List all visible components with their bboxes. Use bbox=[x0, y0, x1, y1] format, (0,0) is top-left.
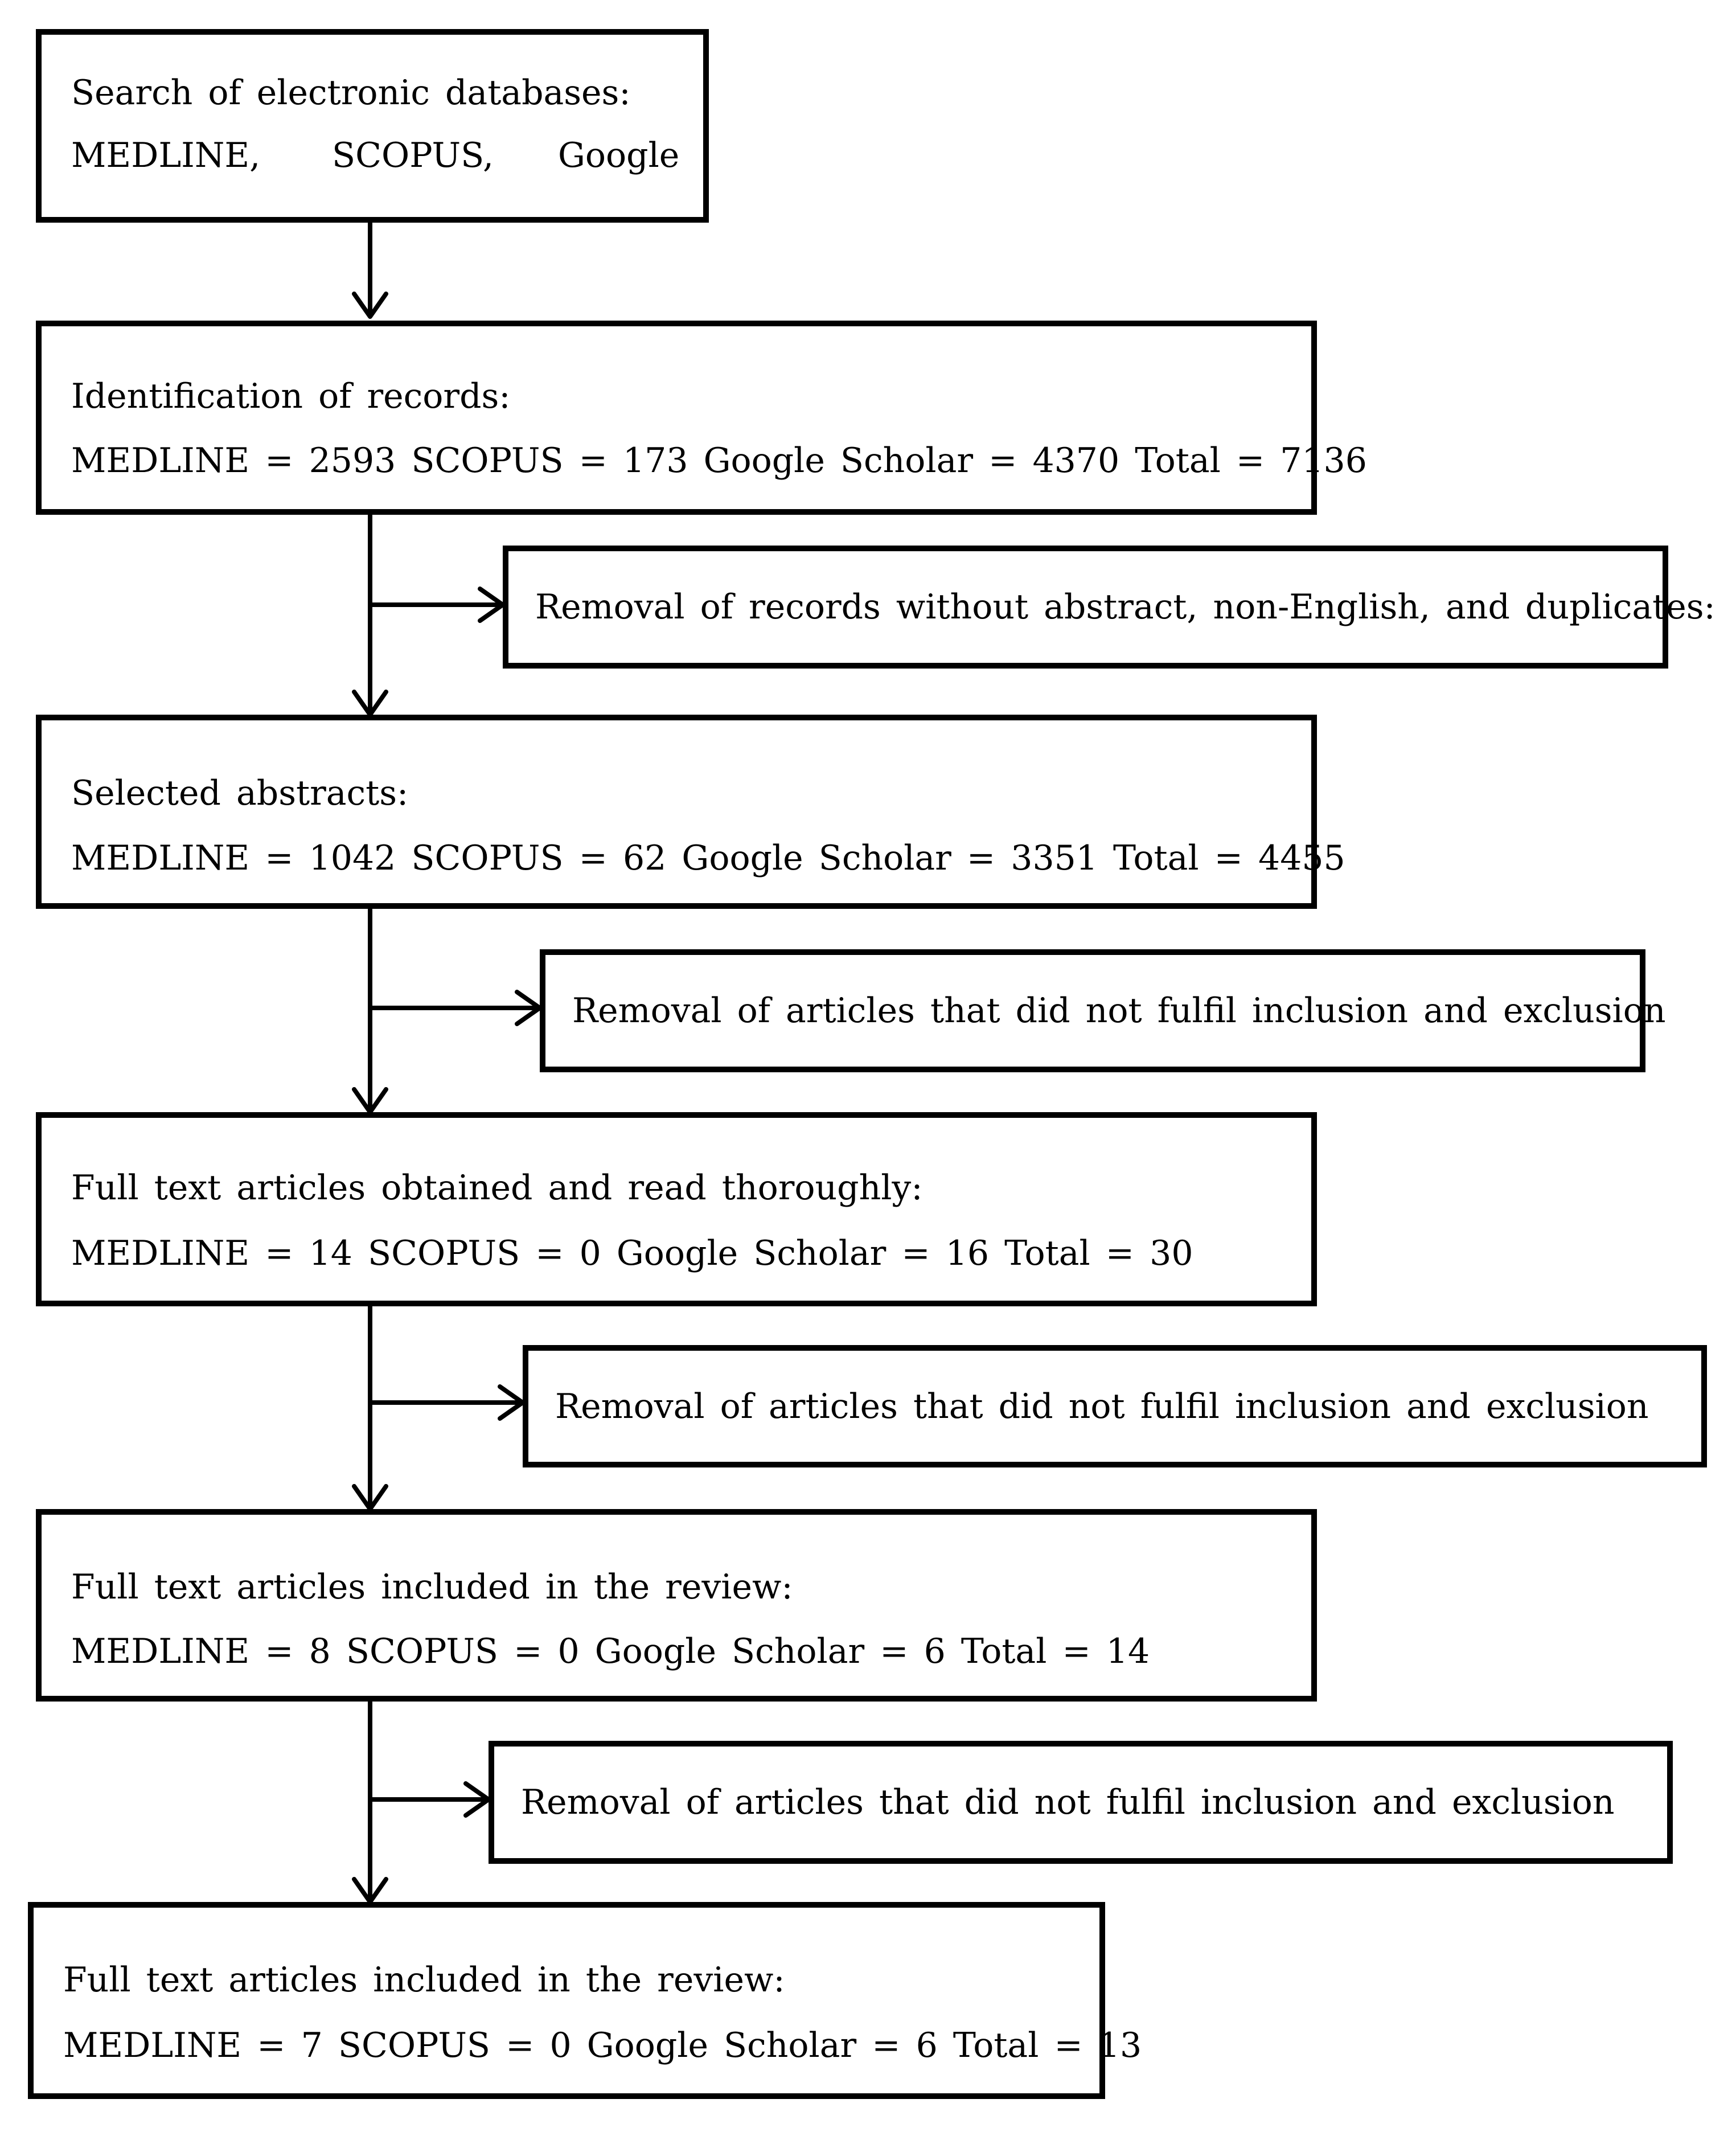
removal-3-text: Removal of articles that did not fulfil … bbox=[555, 1386, 1649, 1426]
final-included-box: Full text articles included in the revie… bbox=[28, 1902, 1142, 2099]
removal-1-text: Removal of records without abstract, non… bbox=[535, 587, 1716, 627]
removal-4-text: Removal of articles that did not fulfil … bbox=[521, 1782, 1615, 1822]
full-text-read-box: Full text articles obtained and read tho… bbox=[36, 1112, 1317, 1306]
final-included-counts: MEDLINE = 7 SCOPUS = 0 Google Scholar = … bbox=[63, 2026, 1142, 2065]
arrowhead-identification bbox=[352, 292, 388, 319]
search-heading: Search of electronic databases: bbox=[71, 73, 631, 113]
identification-heading: Identification of records: bbox=[71, 376, 511, 416]
identification-counts: MEDLINE = 2593 SCOPUS = 173 Google Schol… bbox=[71, 441, 1367, 481]
full-text-read-counts: MEDLINE = 14 SCOPUS = 0 Google Scholar =… bbox=[71, 1233, 1193, 1273]
search-box: Search of electronic databases: MEDLINE,… bbox=[36, 29, 709, 223]
database-scopus: SCOPUS, bbox=[332, 136, 494, 175]
selected-abstracts-counts: MEDLINE = 1042 SCOPUS = 62 Google Schola… bbox=[71, 838, 1345, 878]
full-text-read-heading: Full text articles obtained and read tho… bbox=[71, 1168, 923, 1208]
selected-abstracts-box: Selected abstracts: MEDLINE = 1042 SCOPU… bbox=[36, 715, 1345, 909]
included-review-heading: Full text articles included in the revie… bbox=[71, 1567, 793, 1607]
removal-box-4: Removal of articles that did not fulfil … bbox=[489, 1741, 1673, 1864]
removal-box-2: Removal of articles that did not fulfil … bbox=[540, 949, 1666, 1072]
database-google: Google bbox=[558, 136, 680, 175]
identification-box: Identification of records: MEDLINE = 259… bbox=[36, 321, 1367, 515]
included-review-box: Full text articles included in the revie… bbox=[36, 1509, 1317, 1702]
included-review-counts: MEDLINE = 8 SCOPUS = 0 Google Scholar = … bbox=[71, 1631, 1150, 1671]
removal-box-1: Removal of records without abstract, non… bbox=[503, 546, 1716, 669]
removal-box-3: Removal of articles that did not fulfil … bbox=[523, 1345, 1707, 1467]
selected-abstracts-heading: Selected abstracts: bbox=[71, 773, 409, 813]
final-included-heading: Full text articles included in the revie… bbox=[63, 1960, 785, 2000]
removal-2-text: Removal of articles that did not fulfil … bbox=[572, 991, 1666, 1031]
database-medline: MEDLINE, bbox=[71, 136, 261, 175]
